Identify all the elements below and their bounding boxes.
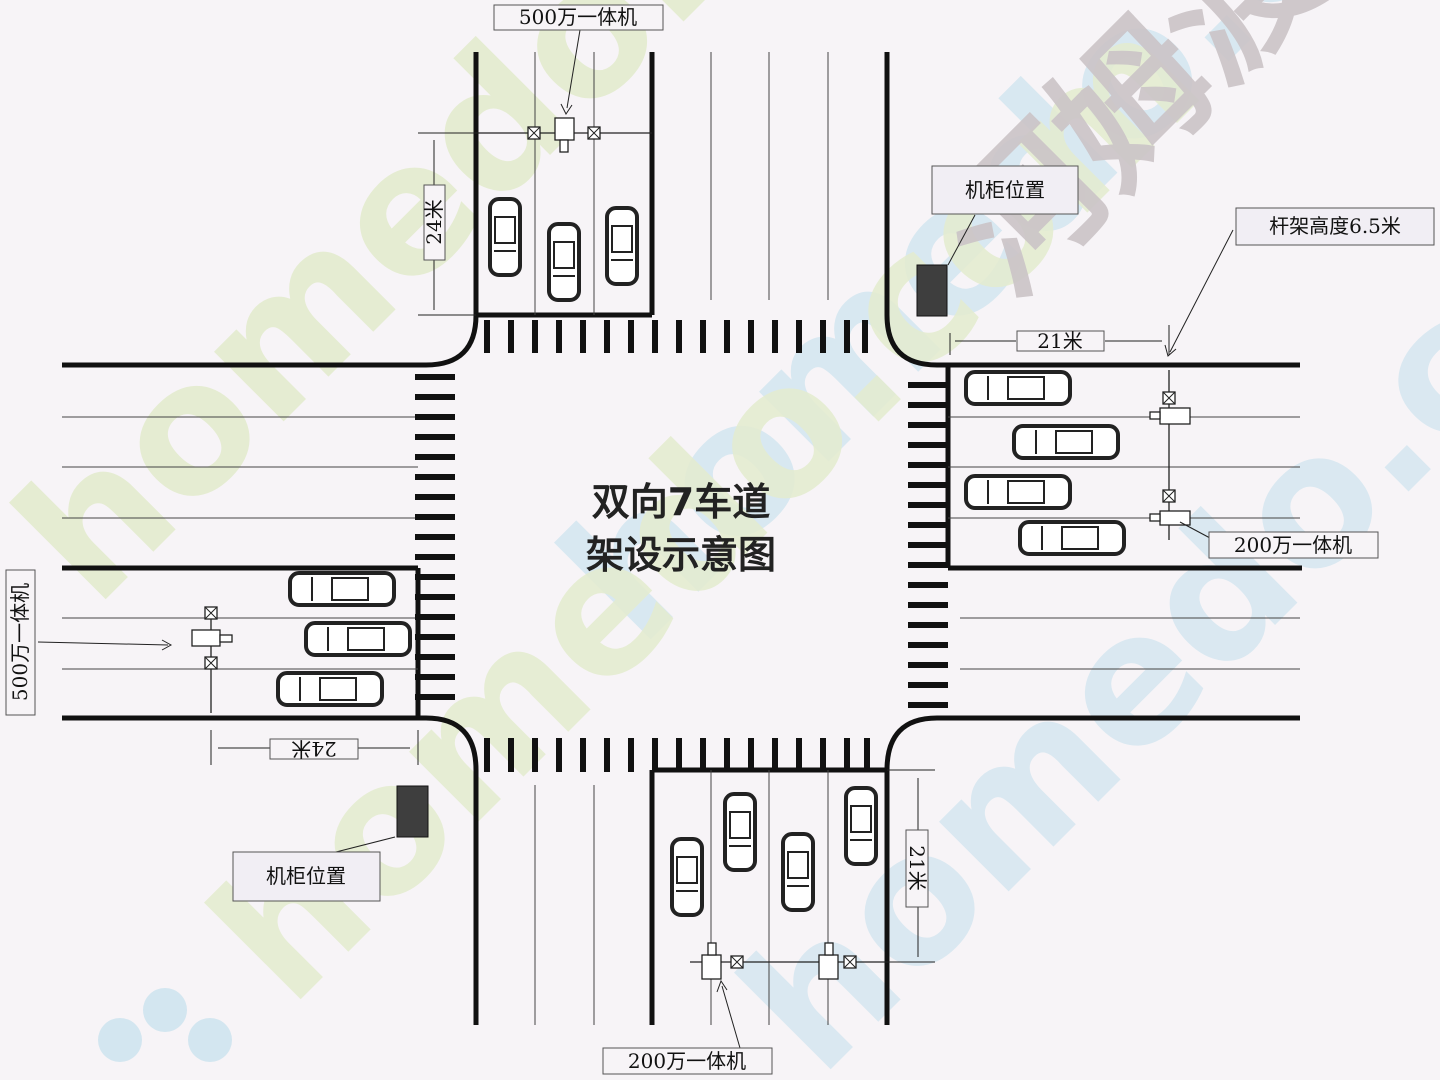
label-camera-west: 500万一体机 — [5, 569, 36, 716]
title-line-1: 双向7车道 — [592, 480, 770, 524]
dimension-lines — [37, 29, 1234, 1049]
road-edges — [62, 52, 1302, 1025]
svg-text:机柜位置: 机柜位置 — [965, 178, 1045, 202]
pole-north — [476, 117, 652, 153]
crosswalk-west — [415, 374, 455, 700]
car — [1012, 424, 1120, 460]
label-camera-north: 500万一体机 — [493, 4, 664, 31]
svg-text:24米: 24米 — [422, 199, 446, 244]
svg-text:杆架高度6.5米: 杆架高度6.5米 — [1269, 214, 1401, 238]
car — [844, 786, 878, 866]
label-camera-east: 200万一体机 — [1208, 531, 1379, 559]
car — [547, 222, 581, 302]
cabinet-sw — [396, 785, 429, 838]
svg-text:500万一体机: 500万一体机 — [8, 583, 32, 701]
car — [781, 832, 815, 912]
car — [964, 474, 1072, 510]
car — [304, 621, 412, 657]
cabinet-ne — [916, 264, 948, 317]
label-dist-south: 21米 — [905, 829, 929, 908]
svg-text:21米: 21米 — [1037, 329, 1082, 353]
car — [723, 792, 757, 872]
svg-text:机柜位置: 机柜位置 — [266, 864, 346, 888]
title-line-2: 架设示意图 — [586, 533, 776, 577]
crosswalk-south — [484, 738, 870, 772]
car — [1018, 520, 1126, 556]
car — [488, 197, 522, 277]
label-pole-height: 杆架高度6.5米 — [1235, 207, 1435, 246]
diagram-title: 双向7车道 架设示意图 — [586, 480, 776, 577]
svg-text:200万一体机: 200万一体机 — [628, 1049, 746, 1073]
label-dist-north: 24米 — [422, 184, 446, 261]
cars-north — [488, 197, 639, 302]
pole-south — [690, 942, 887, 980]
svg-text:500万一体机: 500万一体机 — [519, 5, 637, 29]
car — [605, 206, 639, 286]
label-cabinet-ne: 机柜位置 — [931, 165, 1079, 215]
pole-east — [1149, 370, 1191, 540]
label-camera-south: 200万一体机 — [602, 1047, 773, 1075]
crosswalk-north — [484, 320, 868, 353]
car — [964, 370, 1072, 406]
lane-lines — [62, 52, 1300, 1025]
car — [670, 837, 704, 917]
svg-text:21米: 21米 — [905, 845, 929, 890]
pole-west — [191, 606, 233, 713]
svg-text:200万一体机: 200万一体机 — [1234, 533, 1352, 557]
label-dist-east: 21米 — [1016, 329, 1105, 353]
svg-text:24米: 24米 — [291, 737, 336, 761]
crosswalk-east — [908, 382, 948, 708]
car — [288, 571, 396, 607]
cars-east — [964, 370, 1126, 556]
label-cabinet-sw: 机柜位置 — [232, 851, 381, 902]
car — [276, 671, 384, 707]
label-dist-west: 24米 — [269, 737, 359, 761]
